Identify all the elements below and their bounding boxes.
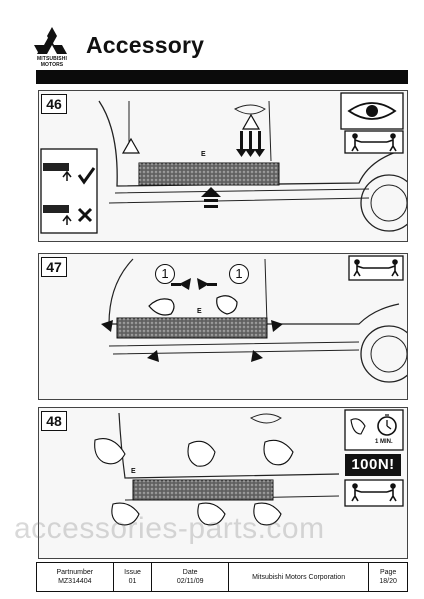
hand-press-icon	[350, 418, 366, 435]
footer-page: Page 18/20	[369, 563, 407, 591]
issue-value: 01	[128, 578, 137, 585]
check-mark-icon	[77, 167, 96, 185]
footer-issue: Issue 01	[114, 563, 153, 591]
partnumber-label: Partnumber	[56, 569, 94, 576]
step-panel-46: 46	[38, 90, 408, 242]
company-name: Mitsubishi Motors Corporation	[252, 573, 346, 581]
force-label: 100N!	[345, 454, 401, 476]
issue-label: Issue	[124, 569, 141, 576]
partnumber-value: MZ314404	[58, 578, 92, 585]
part-label-e: E	[201, 151, 206, 158]
footer-date: Date 02/11/09	[152, 563, 229, 591]
two-person-carry-icon	[351, 483, 397, 502]
page-title: Accessory	[86, 32, 205, 58]
callout-1-left: 1	[155, 264, 175, 284]
two-person-carry-icon	[351, 133, 397, 152]
step-number: 48	[41, 411, 67, 431]
step-48-illustration	[94, 409, 404, 526]
date-value: 02/11/09	[176, 578, 204, 585]
header-bar	[36, 70, 408, 84]
footer-partnumber: Partnumber MZ314404	[37, 563, 114, 591]
footer-table: Partnumber MZ314404 Issue 01 Date 02/11/…	[36, 562, 408, 592]
step-number: 47	[41, 257, 67, 277]
brand-line-1: MITSUBISHI	[37, 56, 67, 62]
brand-name: MITSUBISHI MOTORS	[28, 56, 76, 68]
step-number: 46	[41, 94, 67, 114]
cross-mark-icon	[77, 207, 93, 223]
two-person-carry-icon	[353, 259, 399, 277]
part-label-e: E	[131, 468, 136, 475]
page-label: Page	[379, 569, 397, 576]
step-panel-47: 47 1 1 E	[38, 253, 408, 400]
warning-triangle-icon	[121, 137, 141, 154]
step-panel-48: 48 1 MIN. 100N! E	[38, 407, 408, 559]
step-46-illustration	[40, 92, 407, 234]
callout-1-right: 1	[229, 264, 249, 284]
part-label-e: E	[197, 308, 202, 315]
page-header: MITSUBISHI MOTORS Accessory	[0, 0, 424, 70]
footer-company: Mitsubishi Motors Corporation	[229, 563, 370, 591]
step-47-illustration	[101, 255, 407, 383]
watermark: accessories-parts.com	[14, 512, 325, 545]
time-label: 1 MIN.	[375, 439, 393, 445]
date-label: Date	[182, 569, 198, 576]
brand-line-2: MOTORS	[40, 62, 64, 68]
page-value: 18/20	[379, 578, 397, 585]
mitsubishi-logo-icon	[34, 27, 67, 54]
